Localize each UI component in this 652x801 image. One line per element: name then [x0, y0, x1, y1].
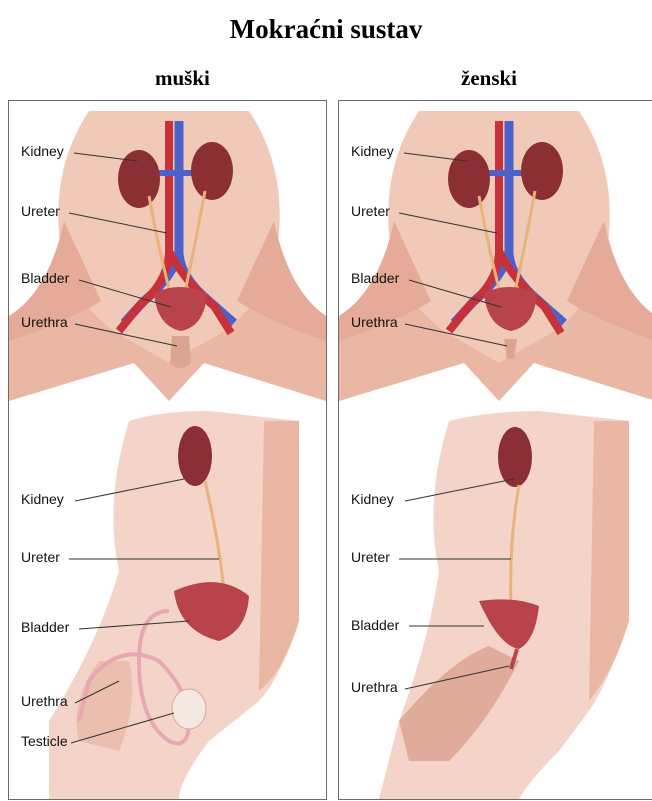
right-kidney-shape [191, 142, 233, 200]
urethra-shape [170, 336, 191, 368]
label-bladder-top: Bladder [351, 270, 399, 286]
label-kidney-bottom: Kidney [351, 491, 394, 507]
label-ureter-top: Ureter [21, 203, 60, 219]
male-heading: muški [155, 66, 210, 91]
side-kidney-shape [178, 426, 212, 486]
left-kidney-shape [448, 150, 490, 208]
label-kidney-top: Kidney [351, 143, 394, 159]
label-ureter-top: Ureter [351, 203, 390, 219]
testicle-shape [172, 689, 206, 729]
side-kidney-shape [498, 427, 532, 487]
female-side-view [379, 411, 629, 799]
label-bladder-top: Bladder [21, 270, 69, 286]
label-urethra-top: Urethra [21, 314, 68, 330]
page-title: Mokraćni sustav [0, 14, 652, 45]
label-ureter-bottom: Ureter [21, 549, 60, 565]
label-ureter-bottom: Ureter [351, 549, 390, 565]
label-kidney-top: Kidney [21, 143, 64, 159]
female-heading: ženski [461, 66, 517, 91]
female-panel: Kidney Ureter Bladder Urethra Kidney Ure… [338, 100, 652, 800]
left-kidney-shape [118, 150, 160, 208]
label-bladder-bottom: Bladder [351, 617, 399, 633]
label-kidney-bottom: Kidney [21, 491, 64, 507]
male-side-view [49, 411, 299, 799]
label-urethra-top: Urethra [351, 314, 398, 330]
male-panel: Kidney Ureter Bladder Urethra Kidney Ure… [8, 100, 327, 800]
label-bladder-bottom: Bladder [21, 619, 69, 635]
label-urethra-bottom: Urethra [351, 679, 398, 695]
right-kidney-shape [521, 142, 563, 200]
label-urethra-bottom: Urethra [21, 693, 68, 709]
label-testicle-bottom: Testicle [21, 733, 68, 749]
